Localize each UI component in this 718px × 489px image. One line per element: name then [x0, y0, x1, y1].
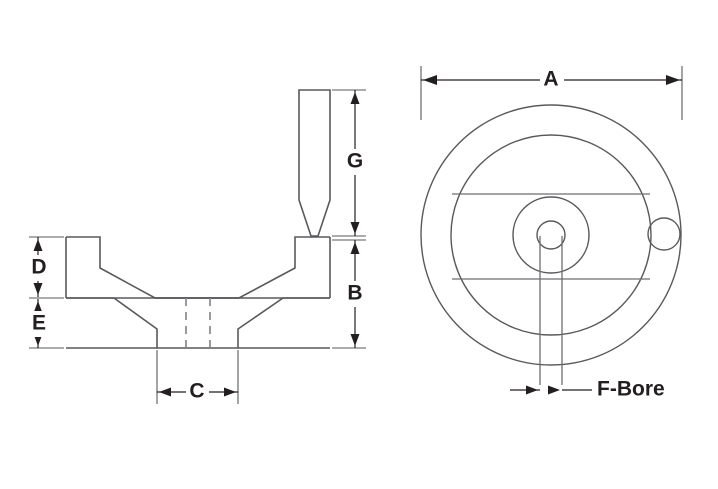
dimension-E: E: [28, 297, 64, 349]
dimension-B-label-backing: [345, 281, 367, 307]
dimension-B-arrow-bottom: [350, 334, 360, 346]
dimension-G-label-backing: [345, 149, 367, 175]
dimension-F-bore: F-Bore: [510, 378, 665, 401]
dimension-C: C: [156, 350, 239, 405]
dimension-A-arrow-right: [666, 75, 680, 85]
wheel-body-upper-profile: [66, 236, 330, 299]
dimension-G-arrow-bottom: [350, 222, 360, 234]
dimension-F-label: F-Bore: [597, 378, 665, 401]
dimension-D-label: D: [31, 256, 46, 279]
handle-knob-circle: [647, 217, 681, 251]
dimension-F-arrow-right: [548, 385, 560, 395]
dimension-G-label: G: [347, 150, 363, 173]
dimension-B-arrow-top: [350, 242, 360, 254]
wheel-body-lower-profile: [66, 297, 330, 349]
dimension-A-arrow-left: [423, 75, 437, 85]
dimension-F-arrow-left: [526, 385, 538, 395]
dimension-G-arrow-top: [350, 92, 360, 104]
dimension-G: G: [332, 89, 367, 237]
dimension-C-arrow-left: [159, 387, 171, 397]
outer-rim-circle: [420, 104, 682, 366]
dimension-C-label: C: [189, 380, 204, 403]
dimension-D-arrow-bottom: [33, 283, 43, 295]
dimension-C-label-backing: [186, 379, 209, 405]
hub-outer-circle: [512, 196, 590, 274]
dimension-A-label: A: [543, 68, 558, 91]
dimension-D-label-backing: [28, 255, 50, 281]
handle-outline: [298, 89, 331, 237]
side-section-view: G B D: [28, 89, 367, 405]
dimension-E-arrow-top: [33, 301, 43, 313]
dimension-D: D: [28, 236, 64, 297]
dimension-E-label-backing: [28, 311, 50, 337]
dimension-D-arrow-top: [33, 239, 43, 251]
dimension-B: B: [332, 239, 367, 349]
front-plan-view: A F-Bore: [420, 66, 683, 401]
inner-rim-circle: [450, 134, 652, 336]
dimension-B-label: B: [347, 282, 362, 305]
bore-circle: [536, 220, 566, 250]
dimension-E-label: E: [32, 312, 46, 335]
dimension-A: A: [420, 66, 683, 120]
dimension-A-label-backing: [540, 67, 564, 93]
dimension-C-arrow-right: [224, 387, 236, 397]
